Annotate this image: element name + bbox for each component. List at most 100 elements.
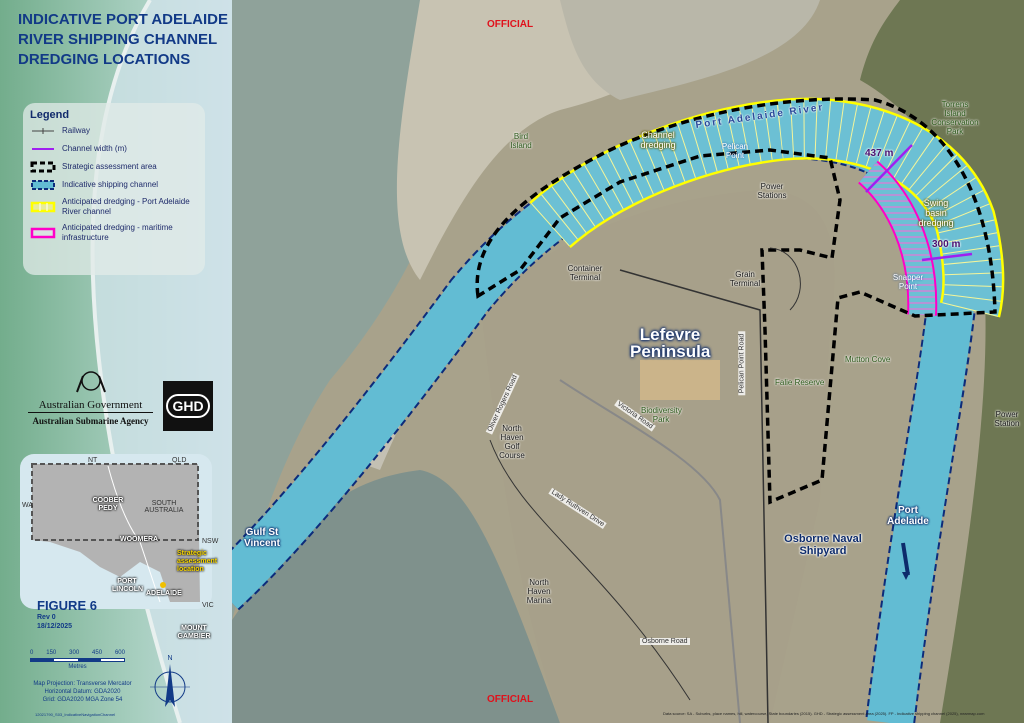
- sand-lot: [640, 360, 720, 400]
- shipping-channel-icon: [30, 179, 56, 191]
- label-pelican-point: Pelican Point: [721, 142, 749, 160]
- label-container-terminal: Container Terminal: [567, 264, 603, 282]
- legend-label: Anticipated dredging - maritime infrastr…: [62, 223, 173, 242]
- figure-number: FIGURE 6: [37, 598, 97, 613]
- legend: Legend Railway Channel width (m) Strateg…: [23, 103, 205, 275]
- legend-item-dredging-river: Anticipated dredging - Port Adelaide Riv…: [30, 197, 198, 217]
- classification-top: OFFICIAL: [487, 19, 534, 30]
- north-arrow-icon: N: [150, 655, 190, 717]
- inset-coober-pedy: COOBER PEDY: [92, 497, 124, 512]
- inset-nt: NT: [88, 457, 98, 464]
- legend-item-shipping-channel: Indicative shipping channel: [30, 179, 198, 191]
- government-name: Australian Government: [28, 399, 153, 413]
- legend-label: Railway: [62, 126, 91, 135]
- legend-title: Legend: [30, 109, 70, 121]
- victoria-road-line: [559, 379, 741, 723]
- scale-tick: 300: [69, 650, 80, 656]
- figure-info: FIGURE 6 Rev 0 18/12/2025: [37, 598, 97, 631]
- legend-item-railway: Railway: [30, 125, 198, 137]
- map-title: INDICATIVE PORT ADELAIDE RIVER SHIPPING …: [18, 10, 232, 70]
- scale-bar: 0 150 300 450 600 Metres: [30, 650, 125, 670]
- inset-map-shape: [20, 454, 212, 609]
- railway-icon: [30, 125, 56, 137]
- tidal-flats-2: [560, 0, 820, 100]
- dredging-river-icon: [30, 201, 56, 213]
- inset-qld: QLD: [172, 457, 187, 464]
- title-line: INDICATIVE PORT ADELAIDE: [18, 11, 229, 28]
- label-port-adelaide: Port Adelaide: [887, 505, 929, 527]
- inset-port-lincoln: PORT LINCOLN: [112, 578, 144, 593]
- inset-nsw: NSW: [202, 538, 219, 545]
- dredging-river: [530, 100, 1002, 317]
- legend-label: Channel width (m): [62, 144, 127, 153]
- label-width-300: 300 m: [932, 239, 961, 250]
- file-name: 12021790_S03_IndicativeNavigationChannel: [35, 712, 116, 717]
- dredging-maritime-icon: [30, 227, 56, 239]
- flow-arrow-icon: [901, 542, 910, 576]
- lefevre-peninsula: [480, 190, 835, 723]
- projection-line: Map Projection: Transverse Mercator: [33, 681, 132, 687]
- classification-bottom: OFFICIAL: [487, 694, 534, 705]
- legend-label: Strategic assessment area: [62, 162, 157, 171]
- inset-vic: VIC: [202, 602, 214, 609]
- inset-map: NT QLD WA NSW VIC SOUTH AUSTRALIA COOBER…: [20, 452, 219, 612]
- agency-name: Australian Submarine Agency: [32, 416, 149, 426]
- scale-tick: 450: [92, 650, 103, 656]
- north-label: N: [167, 655, 173, 662]
- data-source: Data source: SA - Suburbs, place names, …: [663, 711, 985, 716]
- label-mutton-cove: Mutton Cove: [845, 355, 891, 364]
- scale-tick: 150: [46, 650, 57, 656]
- ghd-logo: GHD: [163, 381, 213, 431]
- side-panel: INDICATIVE PORT ADELAIDE RIVER SHIPPING …: [0, 0, 232, 723]
- scale-tick: 0: [30, 650, 34, 656]
- title-line: DREDGING LOCATIONS: [18, 51, 191, 68]
- coat-of-arms-icon: [75, 371, 106, 393]
- scale-unit: Metres: [68, 664, 87, 670]
- label-north-haven-marina: North Haven Marina: [526, 578, 552, 605]
- legend-label: Indicative shipping channel: [62, 180, 159, 189]
- label-biodiversity-park: Biodiversity Park: [641, 406, 682, 424]
- grid-line: Grid: GDA2020 MGA Zone 54: [42, 697, 123, 703]
- figure-rev: Rev 0: [37, 614, 56, 621]
- label-north-haven-golf: North Haven Golf Course: [499, 424, 525, 460]
- inset-adelaide: ADELAIDE: [146, 590, 182, 597]
- sea-area-south: [232, 470, 560, 723]
- torrens-island: [860, 0, 1024, 723]
- legend-item-dredging-maritime: Anticipated dredging - maritime infrastr…: [30, 223, 198, 243]
- label-power-stations: Power Stations: [757, 182, 787, 200]
- label-width-437: 437 m: [865, 148, 894, 159]
- channel-width-icon: [30, 143, 56, 155]
- label-bird-island: Bird Island: [510, 132, 532, 150]
- label-power-station: Power Station: [994, 410, 1020, 428]
- railway: [619, 269, 769, 723]
- australian-government-logo: Australian Government Australian Submari…: [28, 368, 153, 426]
- channel-width-437-line: [865, 144, 913, 193]
- legend-item-channel-width: Channel width (m): [30, 143, 198, 155]
- inset-mount-gambier: MOUNT GAMBIER: [177, 625, 211, 640]
- scale-tick: 600: [114, 650, 125, 656]
- inset-south-australia: SOUTH AUSTRALIA: [144, 500, 184, 514]
- strategic-assessment-area: [475, 97, 997, 505]
- label-channel-dredging: Channel dredging: [640, 130, 676, 150]
- label-lefevre-peninsula: Lefevre Peninsula: [630, 325, 711, 361]
- strategic-area-icon: [30, 161, 56, 173]
- railway-loop: [769, 247, 801, 311]
- datum-line: Horizontal Datum: GDA2020: [44, 689, 121, 695]
- label-snapper-point: Snapper Point: [892, 273, 924, 291]
- flow-arrow-head-icon: [902, 572, 910, 580]
- figure-date: 18/12/2025: [37, 623, 73, 630]
- label-torrens-island: Torrens Island Conservation Park: [931, 100, 979, 136]
- label-pelican-point-road: Pelican Point Road: [738, 331, 746, 396]
- ghd-logo-text: GHD: [166, 394, 210, 418]
- inset-woomera: WOOMERA: [120, 536, 159, 543]
- legend-label: Anticipated dredging - Port Adelaide Riv…: [62, 197, 190, 216]
- inset-wa: WA: [22, 502, 34, 509]
- label-falie-reserve: Falie Reserve: [775, 378, 825, 387]
- legend-item-strategic-area: Strategic assessment area: [30, 161, 198, 173]
- projection-info: Map Projection: Transverse Mercator Hori…: [25, 680, 140, 704]
- label-osborne-road: Osborne Road: [640, 638, 690, 645]
- label-swing-basin: Swing basin dredging: [918, 198, 954, 228]
- dredging-maritime: [859, 162, 936, 316]
- label-grain-terminal: Grain Terminal: [729, 270, 761, 288]
